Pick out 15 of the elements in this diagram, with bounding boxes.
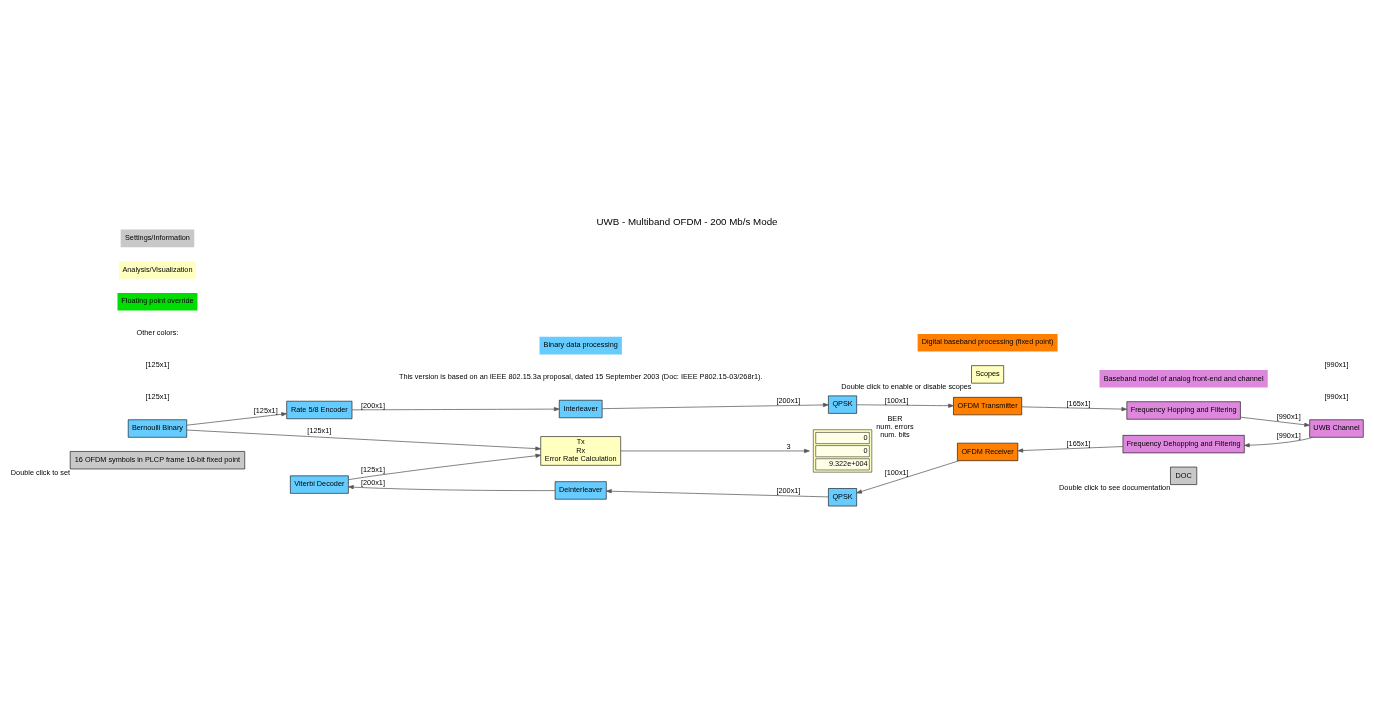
arrow <box>186 429 541 451</box>
arrow <box>856 460 960 494</box>
arrow <box>601 402 829 410</box>
arrow <box>856 403 954 408</box>
arrow <box>351 407 560 412</box>
arrow <box>620 448 810 454</box>
arrow <box>348 453 542 481</box>
diagram-title: UWB - Multiband OFDM - 200 Mb/s Mode <box>596 215 778 227</box>
arrow <box>186 412 287 426</box>
arrow <box>1244 436 1313 448</box>
arrow <box>1240 416 1310 427</box>
arrow <box>1017 446 1124 453</box>
arrow <box>1021 406 1128 412</box>
arrow <box>606 489 829 498</box>
arrow <box>348 485 556 491</box>
